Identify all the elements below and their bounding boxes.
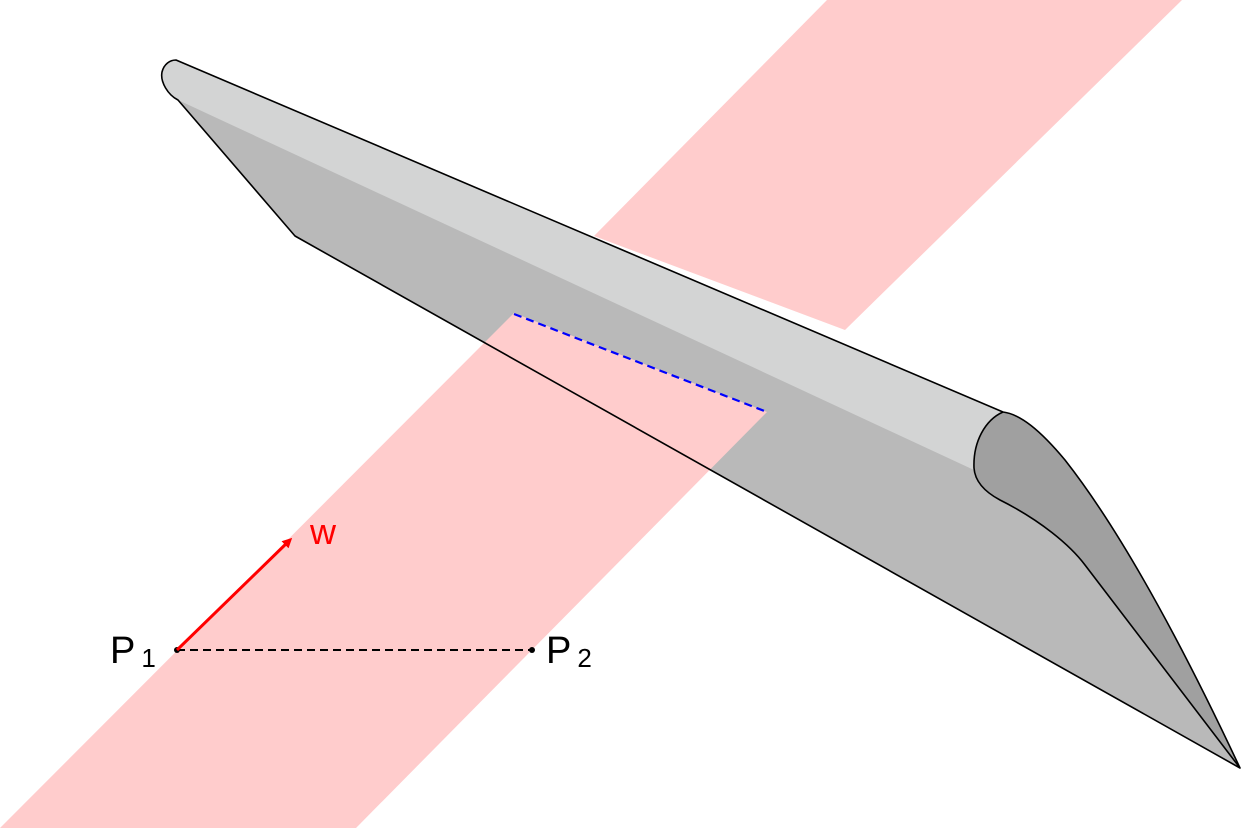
wing-tip-face bbox=[973, 412, 1240, 768]
label-w: w bbox=[309, 511, 337, 552]
wing-outline bbox=[160, 59, 1241, 769]
label-p2-subscript: 2 bbox=[577, 643, 591, 673]
wing-top-surface bbox=[161, 60, 1004, 470]
section-line bbox=[513, 312, 768, 414]
point-p2 bbox=[529, 647, 535, 653]
label-p1-subscript: 1 bbox=[141, 643, 155, 673]
band-front bbox=[0, 313, 767, 828]
vector-w bbox=[175, 537, 293, 652]
band-back bbox=[594, 0, 1182, 330]
wing-tip-outline bbox=[973, 411, 1241, 769]
